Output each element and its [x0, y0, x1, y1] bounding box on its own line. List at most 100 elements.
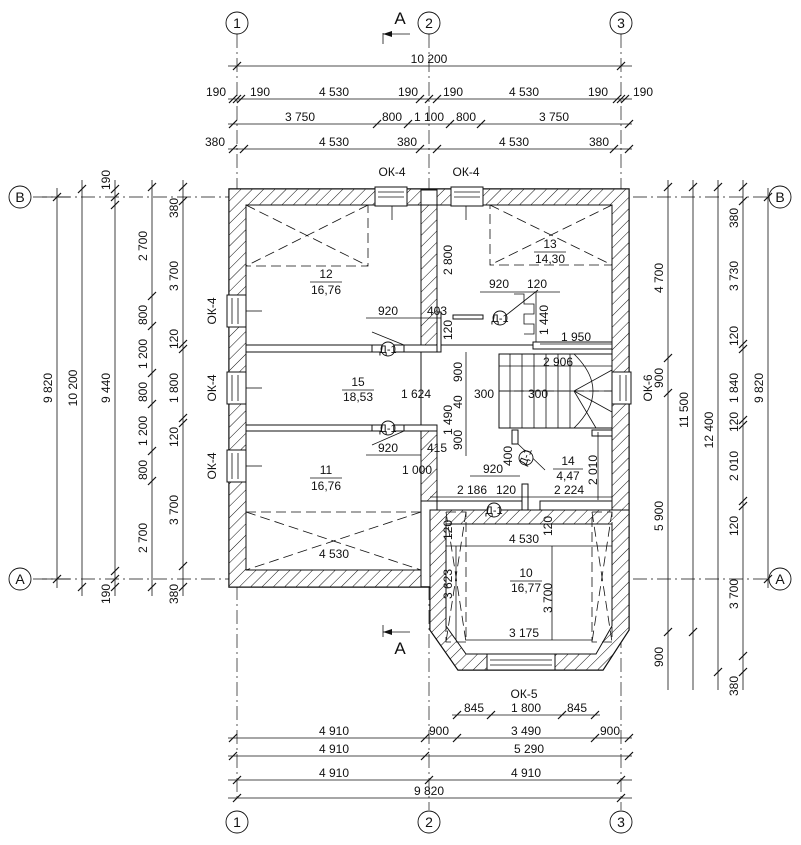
svg-text:4 530: 4 530 [319, 547, 349, 561]
bottom-dimension-chains: 845 1 800 845 4 910 900 3 490 900 4 910 … [228, 701, 634, 803]
svg-text:9 820: 9 820 [752, 373, 766, 403]
svg-text:ОК-4: ОК-4 [205, 297, 219, 324]
svg-text:1 000: 1 000 [402, 463, 432, 477]
svg-text:2 010: 2 010 [727, 451, 741, 481]
svg-text:2 186: 2 186 [457, 483, 487, 497]
svg-text:380: 380 [727, 676, 741, 696]
svg-text:900: 900 [429, 724, 449, 738]
svg-text:4 530: 4 530 [509, 532, 539, 546]
svg-text:4 530: 4 530 [499, 135, 529, 149]
svg-text:1 800: 1 800 [511, 701, 541, 715]
svg-text:380: 380 [397, 135, 417, 149]
svg-text:Д-1: Д-1 [485, 505, 502, 517]
svg-text:2 010: 2 010 [586, 455, 600, 485]
svg-text:2 800: 2 800 [441, 245, 455, 275]
svg-text:12: 12 [319, 267, 333, 281]
svg-text:1: 1 [233, 15, 241, 31]
svg-text:2 224: 2 224 [554, 483, 584, 497]
svg-text:5 290: 5 290 [514, 742, 544, 756]
svg-text:300: 300 [528, 387, 548, 401]
svg-text:10: 10 [519, 566, 533, 580]
svg-text:2 700: 2 700 [136, 231, 150, 261]
svg-text:800: 800 [136, 305, 150, 325]
axis-bubble-2-top: 2 [417, 11, 441, 35]
svg-text:800: 800 [136, 460, 150, 480]
svg-text:845: 845 [464, 701, 484, 715]
svg-text:4 910: 4 910 [511, 766, 541, 780]
svg-text:380: 380 [167, 198, 181, 218]
left-dimension-chains: 9 820 10 200 9 440 190 190 2 700 800 1 2… [41, 170, 188, 604]
svg-text:B: B [15, 189, 24, 205]
window-ok4-left-2: ОК-4 [205, 371, 262, 405]
svg-text:380: 380 [727, 208, 741, 228]
svg-text:900: 900 [652, 647, 666, 667]
windows: ОК-4 ОК-4 ОК-4 ОК-4 ОК-4 [205, 165, 655, 701]
svg-text:11 500: 11 500 [677, 392, 691, 428]
section-marker-bottom: A [382, 625, 410, 658]
axis-bubble-1-bottom: 1 [225, 810, 249, 834]
svg-text:380: 380 [205, 135, 225, 149]
axis-bubble-2-bottom: 2 [417, 810, 441, 834]
svg-text:A: A [394, 9, 406, 28]
svg-text:ОК-4: ОК-4 [205, 374, 219, 401]
svg-text:3 750: 3 750 [539, 110, 569, 124]
door-tag-d1-e: Д-1 [485, 502, 503, 518]
svg-text:1 490: 1 490 [441, 405, 455, 435]
svg-text:1 800: 1 800 [167, 373, 181, 403]
svg-text:16,77: 16,77 [511, 581, 541, 595]
right-dimension-chains: 4 700 900 5 900 900 11 500 12 400 380 3 … [652, 180, 773, 696]
svg-text:1 200: 1 200 [136, 416, 150, 446]
svg-text:Д-1: Д-1 [518, 447, 535, 467]
axis-bubble-B-right: B [768, 185, 792, 209]
svg-text:4 530: 4 530 [509, 85, 539, 99]
window-ok4-top-right: ОК-4 [450, 165, 484, 220]
svg-text:920: 920 [378, 441, 398, 455]
svg-text:900: 900 [451, 430, 465, 450]
svg-text:3 700: 3 700 [727, 579, 741, 609]
svg-text:300: 300 [474, 387, 494, 401]
axis-bubble-B-left: B [8, 185, 32, 209]
svg-text:9 440: 9 440 [99, 373, 113, 403]
door-tag-d1-a: Д-1 [371, 331, 405, 357]
svg-text:415: 415 [427, 441, 447, 455]
svg-text:120: 120 [541, 516, 555, 536]
svg-text:3 730: 3 730 [727, 261, 741, 291]
svg-text:4 910: 4 910 [319, 724, 349, 738]
svg-text:3 700: 3 700 [167, 261, 181, 291]
svg-text:120: 120 [441, 320, 455, 340]
svg-text:190: 190 [250, 85, 270, 99]
svg-text:3: 3 [617, 15, 625, 31]
building-walls [228, 188, 630, 671]
svg-text:4 910: 4 910 [319, 766, 349, 780]
svg-text:2: 2 [425, 814, 433, 830]
svg-text:14,30: 14,30 [535, 252, 565, 266]
svg-text:920: 920 [489, 277, 509, 291]
svg-text:9 820: 9 820 [41, 373, 55, 403]
svg-text:120: 120 [167, 329, 181, 349]
svg-text:B: B [775, 189, 784, 205]
axis-bubble-3-top: 3 [609, 11, 633, 35]
svg-text:120: 120 [727, 516, 741, 536]
svg-text:1 840: 1 840 [727, 373, 741, 403]
svg-text:900: 900 [652, 368, 666, 388]
svg-text:12 400: 12 400 [702, 411, 716, 448]
svg-text:120: 120 [727, 412, 741, 432]
svg-text:4 530: 4 530 [319, 135, 349, 149]
svg-text:4,47: 4,47 [556, 469, 580, 483]
svg-text:3 750: 3 750 [285, 110, 315, 124]
axis-bubble-1-top: 1 [225, 11, 249, 35]
svg-text:3 700: 3 700 [541, 583, 555, 613]
svg-text:Д-1: Д-1 [379, 423, 396, 435]
svg-text:3 623: 3 623 [441, 569, 455, 599]
svg-text:800: 800 [456, 110, 476, 124]
svg-text:1 100: 1 100 [414, 110, 444, 124]
window-ok6-right: ОК-6 [611, 371, 655, 405]
window-ok4-top-left: ОК-4 [374, 165, 408, 220]
svg-text:190: 190 [398, 85, 418, 99]
svg-text:A: A [394, 639, 406, 658]
svg-text:2: 2 [425, 15, 433, 31]
svg-text:A: A [775, 571, 785, 587]
